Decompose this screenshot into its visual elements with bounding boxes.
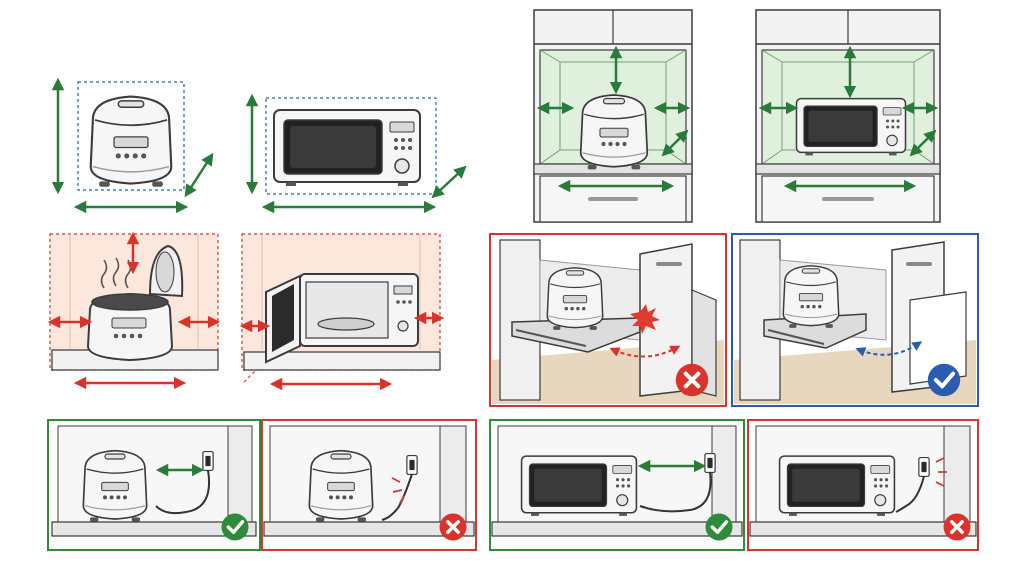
depth-arrow: [431, 165, 467, 199]
cabinet-niche-microwave: [755, 9, 941, 223]
pullout-shelf: [763, 313, 867, 349]
power-cord: [381, 473, 413, 521]
rice-cooker-bounding-box: [77, 81, 185, 191]
shelf: [491, 521, 743, 537]
microwave-door-clearance: [239, 233, 445, 391]
pullout-shelf: [511, 317, 641, 353]
rice-cooker-lid-clearance: [47, 231, 221, 390]
steam: [100, 259, 108, 289]
wall-outlet: [202, 450, 214, 472]
microwave-cord-bad: [747, 419, 979, 551]
rice-cooker-cord-ok: [47, 419, 261, 551]
rice-cooker: [782, 265, 840, 329]
drawer-handle: [588, 197, 638, 201]
pullout-shelf-blocked: [489, 233, 727, 407]
turntable: [317, 317, 375, 331]
pullout-shelf-clear: [731, 233, 979, 407]
strain-marks: [391, 477, 405, 504]
inner-pot: [91, 293, 169, 311]
rice-cooker: [308, 449, 374, 523]
bad-mark: [438, 512, 468, 542]
cabinet-niche-rice-cooker: [533, 9, 693, 223]
swing-arrow: [855, 341, 923, 357]
rice-cooker: [82, 449, 148, 523]
cabinet-side: [499, 239, 541, 401]
microwave: [795, 97, 907, 157]
microwave: [273, 109, 421, 187]
microwave-cord-ok: [489, 419, 745, 551]
shelf: [749, 521, 977, 537]
strain-marks: [935, 457, 947, 487]
depth-clearance-arrow: [909, 129, 937, 157]
good-mark: [928, 364, 960, 396]
swing-arrow: [609, 345, 681, 358]
collision-burst: [630, 304, 660, 334]
rice-cooker: [546, 267, 604, 331]
power-cord: [895, 475, 925, 513]
rice-cooker: [89, 95, 173, 188]
microwave: [520, 455, 638, 517]
wall-outlet: [406, 454, 418, 476]
microwave: [778, 455, 896, 517]
depth-clearance-arrow: [661, 129, 689, 157]
shelf: [263, 521, 475, 537]
rice-cooker-cord-bad: [261, 419, 477, 551]
wall-outlet: [704, 452, 716, 474]
microwave-dimensions: [245, 93, 467, 214]
rice-cooker-dimensions: [51, 77, 214, 214]
good-mark: [220, 512, 250, 542]
bad-mark: [676, 364, 708, 396]
power-cord: [155, 469, 210, 515]
microwave-bounding-box: [265, 97, 437, 195]
rice-cooker: [579, 94, 649, 171]
depth-arrow: [184, 152, 214, 198]
drawer-handle: [822, 197, 874, 201]
wall-outlet: [918, 456, 930, 478]
power-cord: [639, 471, 712, 513]
shelf: [51, 521, 257, 537]
good-mark: [704, 512, 734, 542]
bad-mark: [942, 512, 972, 542]
countertop: [243, 351, 441, 371]
